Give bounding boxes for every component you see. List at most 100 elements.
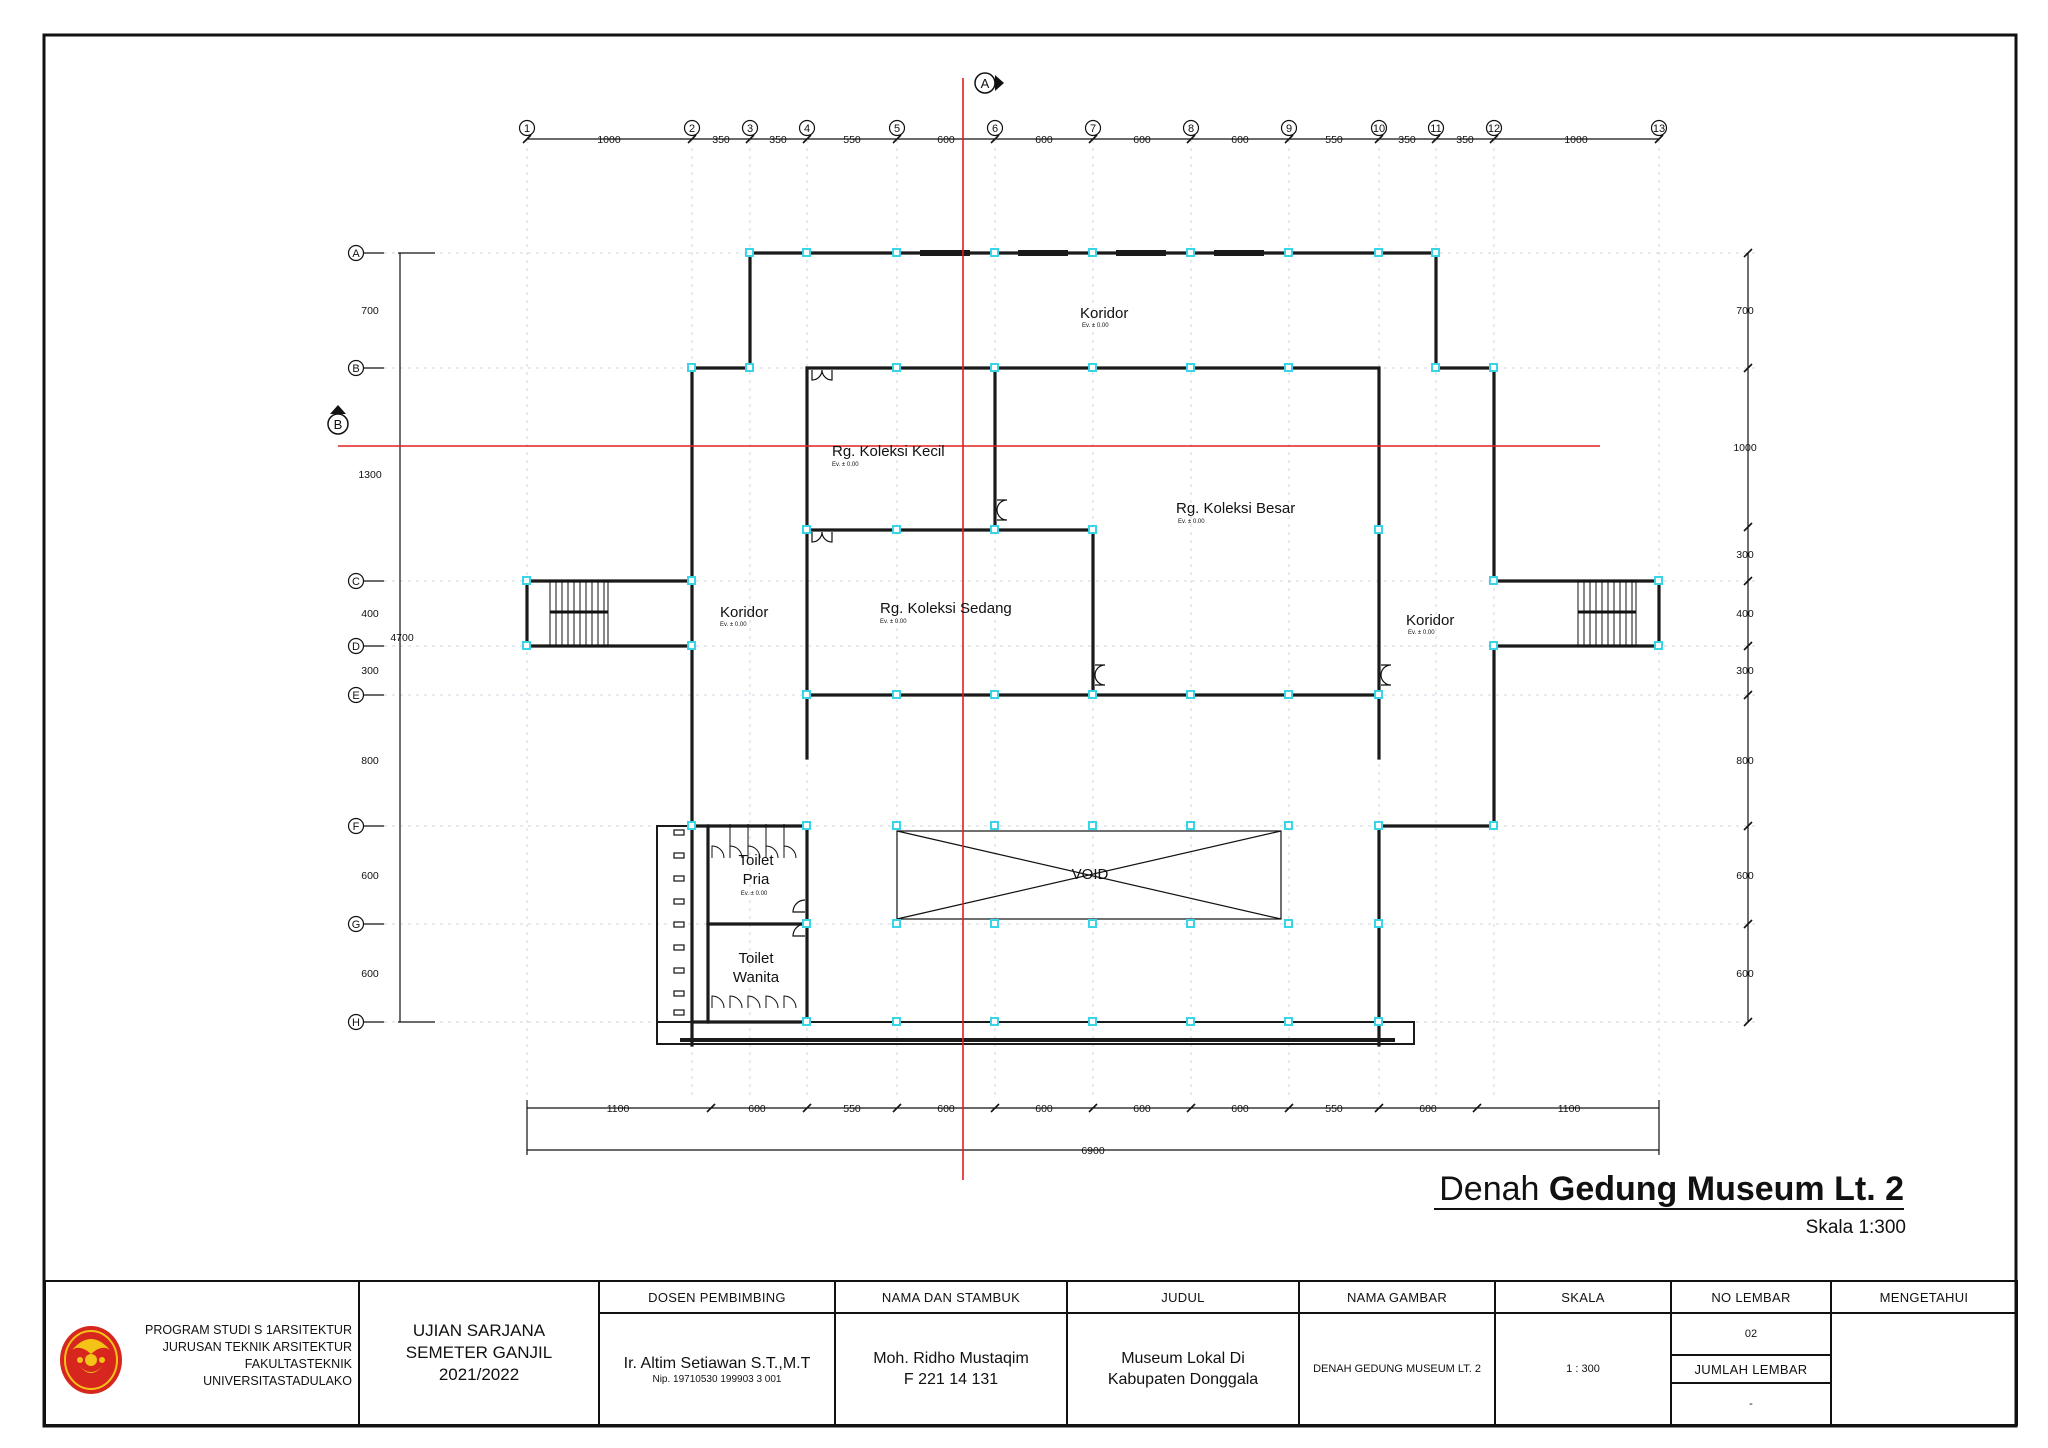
dim-bottom-1: 1100 bbox=[607, 1103, 630, 1115]
dim-top-4: 550 bbox=[843, 134, 861, 146]
column-label-11: 11 bbox=[1430, 123, 1441, 135]
dosen-name: Ir. Altim Setiawan S.T.,M.T bbox=[623, 1355, 811, 1372]
column-nodes bbox=[522, 248, 1663, 1026]
row-label-f: F bbox=[353, 821, 360, 833]
title-block-exam: UJIAN SARJANA SEMETER GANJIL 2021/2022 bbox=[358, 1280, 600, 1426]
title-block-program: PROGRAM STUDI S 1ARSITEKTUR JURUSAN TEKN… bbox=[44, 1280, 360, 1426]
drawing-title: Denah Gedung Museum Lt. 2 Skala 1:300 bbox=[1434, 1170, 1906, 1238]
dim-bottom-total: 6900 bbox=[1081, 1145, 1105, 1157]
drawing-title-bold: Gedung Museum Lt. 2 bbox=[1549, 1170, 1904, 1208]
room-void: VOID bbox=[1072, 866, 1109, 883]
top-dimensions: 1000 350 350 550 600 600 600 600 550 350… bbox=[597, 134, 1588, 146]
room-koridor-left: Koridor bbox=[720, 604, 768, 621]
column-label-4: 4 bbox=[804, 123, 810, 135]
column-label-1: 1 bbox=[524, 123, 530, 135]
row-label-e: E bbox=[352, 690, 359, 702]
grid-lines bbox=[360, 140, 1760, 1095]
dim-left-total: 4700 bbox=[390, 632, 414, 644]
elev-koleksi-besar: Ev. ± 0.00 bbox=[1178, 519, 1205, 525]
floor-plan: 1000 350 350 550 600 600 600 600 550 350… bbox=[327, 72, 1906, 1238]
row-label-c: C bbox=[352, 576, 360, 588]
column-label-9: 9 bbox=[1286, 123, 1292, 135]
dim-top-1: 1000 bbox=[597, 134, 621, 146]
judul-line-2: Kabupaten Donggala bbox=[1107, 1371, 1259, 1388]
dim-left-4: 300 bbox=[361, 665, 379, 677]
dim-bottom-6: 600 bbox=[1133, 1103, 1151, 1115]
dim-top-10: 350 bbox=[1398, 134, 1416, 146]
dim-left-3: 400 bbox=[361, 608, 379, 620]
section-lines bbox=[338, 78, 1600, 1180]
dim-top-12: 1000 bbox=[1564, 134, 1588, 146]
dim-bottom-4: 600 bbox=[937, 1103, 955, 1115]
skala-header: SKALA bbox=[1494, 1280, 1672, 1314]
dim-right-5: 300 bbox=[1736, 665, 1754, 677]
stairs-right bbox=[1577, 580, 1637, 647]
left-dimension-lines bbox=[398, 252, 435, 1023]
judul-header: JUDUL bbox=[1066, 1280, 1300, 1314]
program-line-4: UNIVERSITASTADULAKO bbox=[203, 1374, 352, 1388]
section-marker-b: B bbox=[334, 417, 343, 432]
dim-left-6: 600 bbox=[361, 870, 379, 882]
judul-cell: Museum Lokal Di Kabupaten Donggala bbox=[1066, 1312, 1300, 1426]
row-label-b: B bbox=[352, 363, 359, 375]
room-koridor-top: Koridor bbox=[1080, 305, 1128, 322]
skala-value: 1 : 300 bbox=[1494, 1312, 1672, 1426]
dim-bottom-2: 600 bbox=[748, 1103, 766, 1115]
dim-right-2: 1000 bbox=[1733, 442, 1757, 454]
room-toilet-pria-1: Toilet bbox=[738, 852, 774, 869]
exam-line-1: UJIAN SARJANA bbox=[412, 1321, 546, 1340]
section-marker-a: A bbox=[981, 76, 990, 91]
column-label-8: 8 bbox=[1188, 123, 1194, 135]
column-label-13: 13 bbox=[1653, 123, 1665, 135]
dim-left-5: 800 bbox=[361, 755, 379, 767]
dim-right-1: 700 bbox=[1736, 305, 1754, 317]
room-labels: Koridor Ev. ± 0.00 Rg. Koleksi Kecil Ev.… bbox=[720, 305, 1454, 986]
room-toilet-pria-2: Pria bbox=[743, 871, 770, 888]
program-text: PROGRAM STUDI S 1ARSITEKTUR JURUSAN TEKN… bbox=[145, 1322, 352, 1390]
dosen-cell: Ir. Altim Setiawan S.T.,M.T Nip. 1971053… bbox=[598, 1312, 836, 1426]
elev-koleksi-sedang: Ev. ± 0.00 bbox=[880, 619, 907, 625]
dosen-header: DOSEN PEMBIMBING bbox=[598, 1280, 836, 1314]
elev-koleksi-kecil: Ev. ± 0.00 bbox=[832, 462, 859, 468]
drawing-title-prefix: Denah bbox=[1439, 1170, 1549, 1208]
dim-top-11: 350 bbox=[1456, 134, 1474, 146]
column-label-5: 5 bbox=[894, 123, 900, 135]
room-koleksi-sedang: Rg. Koleksi Sedang bbox=[880, 600, 1012, 617]
right-dimensions: 700 1000 300 400 300 800 600 600 bbox=[1733, 305, 1757, 980]
column-label-6: 6 bbox=[992, 123, 998, 135]
nama-name: Moh. Ridho Mustaqim bbox=[873, 1350, 1029, 1367]
room-koridor-right: Koridor bbox=[1406, 612, 1454, 629]
jumlah-header: JUMLAH LEMBAR bbox=[1670, 1354, 1832, 1384]
dim-top-6: 600 bbox=[1035, 134, 1053, 146]
elev-koridor-right: Ev. ± 0.00 bbox=[1408, 630, 1435, 636]
room-toilet-wanita-2: Wanita bbox=[733, 969, 780, 986]
dim-top-5: 600 bbox=[937, 134, 955, 146]
row-label-g: G bbox=[352, 919, 361, 931]
row-label-h: H bbox=[352, 1017, 360, 1029]
exam-line-2: SEMETER GANJIL bbox=[405, 1343, 553, 1362]
exam-line-3: 2021/2022 bbox=[438, 1365, 520, 1384]
row-bubbles: A B C D E F G H bbox=[347, 244, 384, 1031]
mengetahui-header: MENGETAHUI bbox=[1830, 1280, 2018, 1314]
column-label-12: 12 bbox=[1488, 123, 1500, 135]
svg-text:Denah Gedung Museum Lt. 2: Denah Gedung Museum Lt. 2 bbox=[1439, 1170, 1904, 1208]
dim-bottom-8: 550 bbox=[1325, 1103, 1343, 1115]
dim-right-3: 300 bbox=[1736, 549, 1754, 561]
lembar-value: 02 bbox=[1670, 1312, 1832, 1356]
dim-left-1: 700 bbox=[361, 305, 379, 317]
program-line-1: PROGRAM STUDI S 1ARSITEKTUR bbox=[145, 1323, 352, 1337]
dim-top-3: 350 bbox=[769, 134, 787, 146]
drawing-scale: Skala 1:300 bbox=[1806, 1217, 1906, 1238]
dim-left-7: 600 bbox=[361, 968, 379, 980]
column-label-2: 2 bbox=[689, 123, 695, 135]
dim-right-4: 400 bbox=[1736, 608, 1754, 620]
program-line-2: JURUSAN TEKNIK ARSITEKTUR bbox=[162, 1340, 352, 1354]
dim-left-2: 1300 bbox=[358, 469, 382, 481]
dim-bottom-3: 550 bbox=[843, 1103, 861, 1115]
dim-right-6: 800 bbox=[1736, 755, 1754, 767]
right-dimension-lines bbox=[1743, 248, 1753, 1027]
lembar-header: NO LEMBAR bbox=[1670, 1280, 1832, 1314]
sheet-border bbox=[42, 33, 2018, 1428]
dim-right-8: 600 bbox=[1736, 968, 1754, 980]
nama-header: NAMA DAN STAMBUK bbox=[834, 1280, 1068, 1314]
